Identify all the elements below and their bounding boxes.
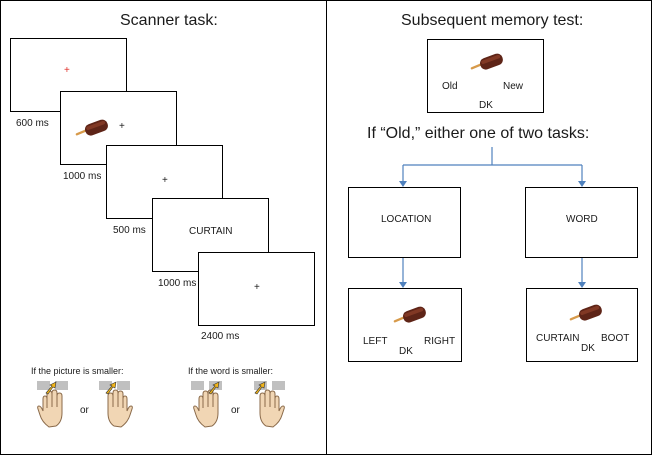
press-arrow-icon	[45, 381, 57, 395]
hand-icon	[103, 389, 133, 429]
memory-test-panel: Subsequent memory test: Old New DK If “O…	[326, 0, 652, 455]
response-key	[191, 381, 204, 390]
dk-option: DK	[479, 100, 493, 111]
word-stimulus: CURTAIN	[189, 226, 233, 237]
popsicle-icon	[569, 303, 605, 323]
or-label: or	[231, 405, 240, 416]
hand-icon	[193, 389, 223, 429]
branch-arrows	[399, 147, 586, 288]
right-option: RIGHT	[424, 336, 456, 347]
new-option: New	[503, 81, 524, 92]
response-key	[272, 381, 285, 390]
word-smaller-label: If the word is smaller:	[188, 366, 274, 376]
duration-label: 1000 ms	[63, 171, 102, 182]
or-label: or	[80, 405, 89, 416]
press-arrow-icon	[254, 381, 266, 395]
word-response-screen: CURTAIN BOOT DK	[526, 288, 638, 362]
memory-test-title: Subsequent memory test:	[401, 12, 584, 29]
word-task-box: WORD	[525, 187, 638, 258]
response-key	[55, 381, 68, 390]
old-new-screen: Old New DK	[427, 39, 544, 113]
press-arrow-icon	[208, 381, 220, 395]
response-key	[99, 381, 112, 390]
fixation-screen: +	[198, 252, 315, 326]
press-arrow-icon	[105, 381, 117, 395]
popsicle-icon	[75, 118, 111, 138]
scanner-task-title: Scanner task:	[120, 12, 218, 29]
hand-icon	[37, 389, 67, 429]
location-task-box: LOCATION	[348, 187, 461, 258]
response-key	[37, 381, 50, 390]
duration-label: 1000 ms	[158, 278, 197, 289]
dk-option: DK	[399, 346, 413, 357]
word-option-boot: BOOT	[601, 333, 630, 344]
duration-label: 500 ms	[113, 225, 146, 236]
word-task-label: WORD	[566, 214, 598, 225]
scanner-task-panel: Scanner task: + 600 ms + 1000 ms + 500 m…	[0, 0, 327, 455]
picture-smaller-label: If the picture is smaller:	[31, 366, 124, 376]
dk-option: DK	[581, 343, 595, 354]
popsicle-icon	[393, 305, 429, 325]
word-option-curtain: CURTAIN	[536, 333, 580, 344]
old-option: Old	[442, 81, 458, 92]
fixation-cross: +	[162, 175, 168, 186]
location-task-label: LOCATION	[381, 214, 432, 225]
hand-icon	[255, 389, 285, 429]
response-key	[117, 381, 130, 390]
location-response-screen: LEFT RIGHT DK	[348, 288, 462, 362]
fixation-cross: +	[254, 282, 260, 293]
left-option: LEFT	[363, 336, 388, 347]
duration-label: 2400 ms	[201, 331, 240, 342]
duration-label: 600 ms	[16, 118, 49, 129]
condition-text: If “Old,” either one of two tasks:	[367, 125, 590, 142]
red-fixation-cross: +	[64, 65, 70, 76]
fixation-cross: +	[119, 121, 125, 132]
